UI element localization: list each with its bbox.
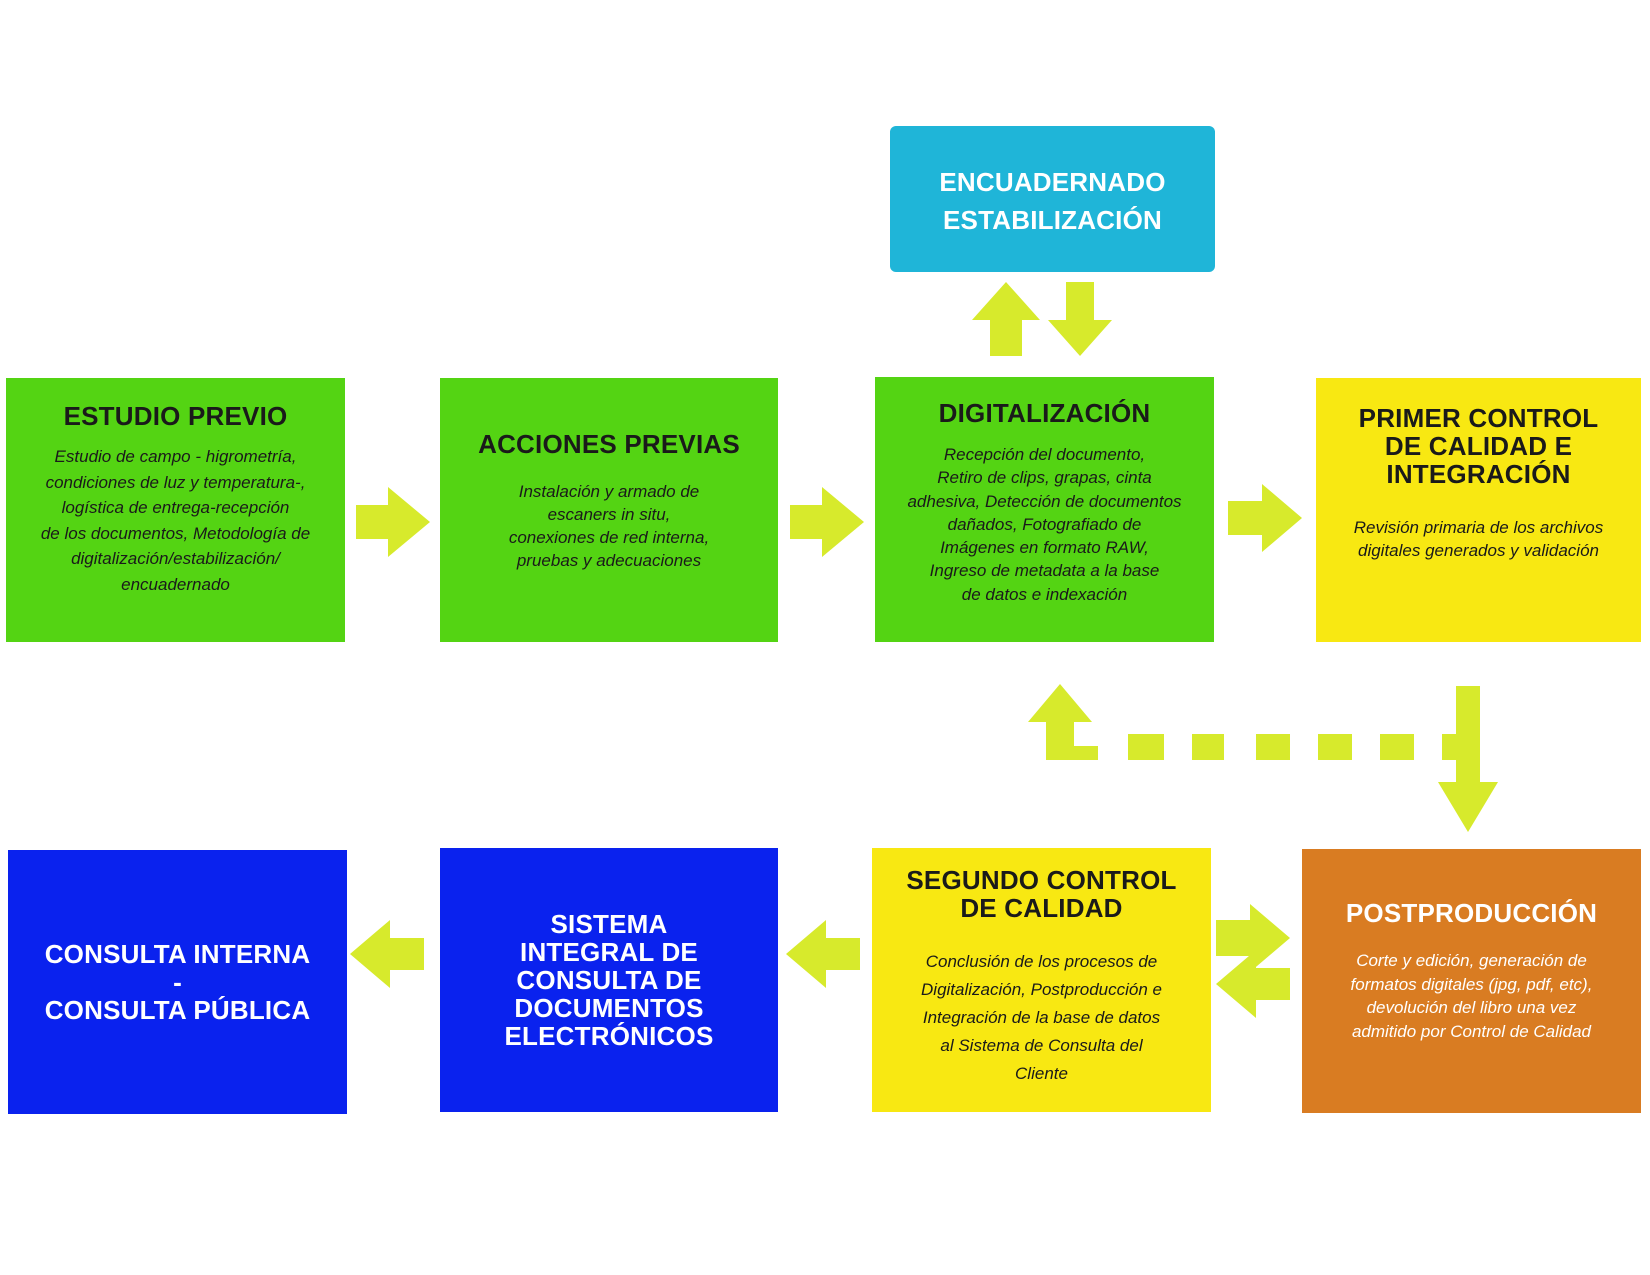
box-title: CONSULTA INTERNA - CONSULTA PÚBLICA xyxy=(44,939,311,1025)
dash-segment xyxy=(1380,734,1414,760)
box-title: DIGITALIZACIÓN xyxy=(938,398,1151,428)
dash-segment xyxy=(1256,734,1290,760)
box-description: Corte y edición, generación de formatos … xyxy=(1350,951,1593,1041)
arrow-down-icon xyxy=(1048,282,1112,356)
arrow-up-icon xyxy=(1028,684,1098,760)
arrow-left-icon xyxy=(1216,950,1290,1018)
box-description: Recepción del documento, Retiro de clips… xyxy=(907,445,1182,604)
box-consulta: CONSULTA INTERNA - CONSULTA PÚBLICA xyxy=(8,850,347,1114)
box-title: PRIMER CONTROL DE CALIDAD E INTEGRACIÓN xyxy=(1358,403,1599,489)
box-segundo-control-calidad: SEGUNDO CONTROL DE CALIDAD Conclusión de… xyxy=(872,848,1211,1112)
arrow-right-icon xyxy=(790,487,864,557)
arrow-left-icon xyxy=(786,920,860,988)
arrow-left-icon xyxy=(350,920,424,988)
box-estudio-previo: ESTUDIO PREVIO Estudio de campo - higrom… xyxy=(6,378,345,642)
box-title: ENCUADERNADO ESTABILIZACIÓN xyxy=(939,167,1166,235)
box-primer-control-calidad: PRIMER CONTROL DE CALIDAD E INTEGRACIÓN … xyxy=(1316,378,1641,642)
arrow-right-icon xyxy=(1216,904,1290,972)
dash-segment xyxy=(1192,734,1224,760)
box-digitalizacion: DIGITALIZACIÓN Recepción del documento, … xyxy=(875,377,1214,642)
arrow-right-icon xyxy=(1228,484,1302,552)
box-postproduccion: POSTPRODUCCIÓN Corte y edición, generaci… xyxy=(1302,849,1641,1113)
box-title: POSTPRODUCCIÓN xyxy=(1345,898,1598,928)
dash-segment xyxy=(1128,734,1164,760)
box-title: ACCIONES PREVIAS xyxy=(478,429,740,459)
arrow-up-icon xyxy=(972,282,1040,356)
box-encuadernado-estabilizacion: ENCUADERNADO ESTABILIZACIÓN xyxy=(890,126,1215,272)
box-sistema-integral: SISTEMA INTEGRAL DE CONSULTA DE DOCUMENT… xyxy=(440,848,778,1112)
box-title: SEGUNDO CONTROL DE CALIDAD xyxy=(906,865,1177,923)
arrow-right-icon xyxy=(356,487,430,557)
arrow-down-icon xyxy=(1438,686,1498,832)
box-description: Revisión primaria de los archivos digita… xyxy=(1353,518,1604,560)
box-title: SISTEMA INTEGRAL DE CONSULTA DE DOCUMENT… xyxy=(504,909,714,1051)
box-title: ESTUDIO PREVIO xyxy=(63,401,288,431)
box-acciones-previas: ACCIONES PREVIAS Instalación y armado de… xyxy=(440,378,778,642)
box-description: Estudio de campo - higrometría, condicio… xyxy=(40,447,311,594)
box-description: Conclusión de los procesos de Digitaliza… xyxy=(921,952,1162,1083)
dash-segment xyxy=(1318,734,1352,760)
box-description: Instalación y armado de escaners in situ… xyxy=(508,482,710,570)
